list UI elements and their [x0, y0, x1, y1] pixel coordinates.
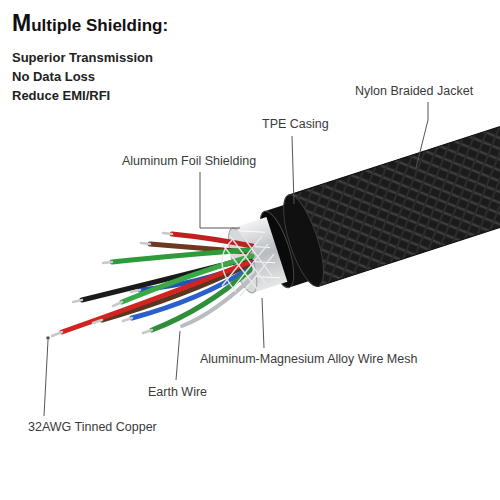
part-label: Earth Wire	[148, 385, 207, 399]
cable-body	[218, 96, 500, 309]
diagram-title: Multiple Shielding:	[12, 10, 168, 37]
part-label: TPE Casing	[262, 117, 329, 131]
conductor-wires	[62, 234, 256, 332]
leader-lines	[44, 102, 428, 416]
part-label: Aluminum Foil Shielding	[122, 154, 256, 168]
wire-mesh	[222, 230, 274, 296]
part-label: Aluminum-Magnesium Alloy Wire Mesh	[200, 352, 417, 366]
part-label: 32AWG Tinned Copper	[28, 420, 157, 434]
part-label: Nylon Braided Jacket	[355, 84, 473, 98]
tinned-tips	[52, 233, 172, 336]
feature-note: No Data Loss	[12, 69, 95, 84]
feature-note: Reduce EMI/RFI	[12, 88, 110, 103]
feature-note: Superior Transmission	[12, 50, 153, 65]
